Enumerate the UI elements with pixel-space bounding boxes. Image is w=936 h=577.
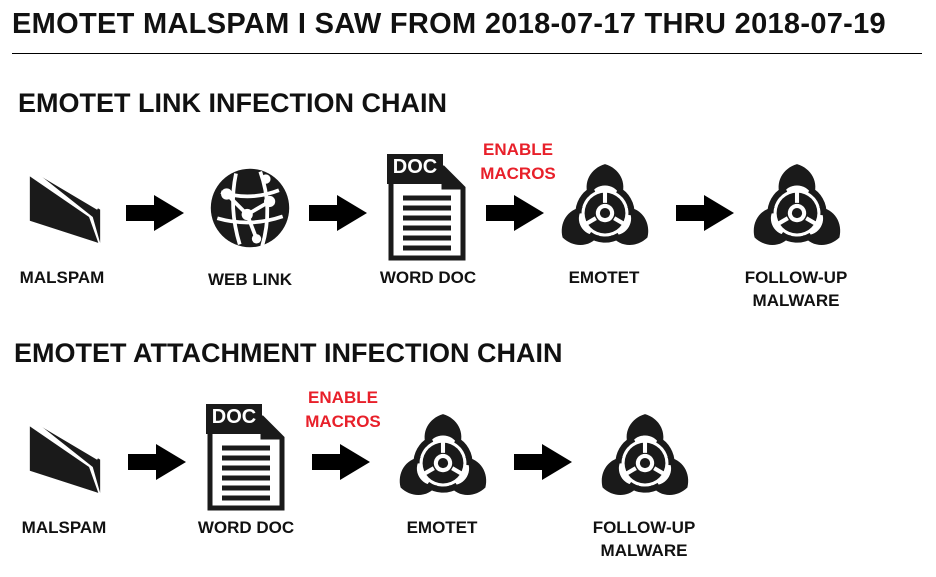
- link-followup-label: FOLLOW-UP MALWARE: [744, 268, 848, 310]
- link-emotet-label: EMOTET: [568, 268, 640, 287]
- link-chain-heading: EMOTET LINK INFECTION CHAIN: [18, 88, 447, 118]
- doc-tag-label: DOC: [392, 156, 438, 178]
- biohazard-icon: [594, 408, 696, 510]
- arrow-right-icon: [676, 193, 736, 233]
- arrow-right-icon: [309, 193, 369, 233]
- arrow-right-icon: [126, 193, 186, 233]
- biohazard-icon: [746, 158, 848, 260]
- globe-network-icon: [208, 166, 292, 250]
- link-enable-macros-label: ENABLE MACROS: [480, 140, 556, 183]
- attach-emotet-label: EMOTET: [406, 518, 478, 537]
- biohazard-icon: [554, 158, 656, 260]
- doc-file-icon: DOC: [387, 154, 467, 262]
- arrow-right-icon: [128, 442, 188, 482]
- attachment-chain-heading: EMOTET ATTACHMENT INFECTION CHAIN: [14, 338, 563, 368]
- arrow-right-icon: [514, 442, 574, 482]
- attach-enable-macros-label: ENABLE MACROS: [305, 388, 381, 431]
- link-weblink-label: WEB LINK: [207, 270, 293, 289]
- attach-worddoc-label: WORD DOC: [197, 518, 295, 537]
- attach-malspam-label: MALSPAM: [21, 518, 107, 537]
- attach-followup-label: FOLLOW-UP MALWARE: [592, 518, 696, 560]
- envelope-icon: [28, 162, 102, 248]
- doc-file-icon: DOC: [206, 404, 286, 512]
- envelope-icon: [28, 412, 102, 498]
- link-malspam-label: MALSPAM: [19, 268, 105, 287]
- biohazard-icon: [392, 408, 494, 510]
- link-worddoc-label: WORD DOC: [379, 268, 477, 287]
- arrow-right-icon: [312, 442, 372, 482]
- doc-tag-label: DOC: [211, 406, 257, 428]
- title-divider: [12, 53, 922, 54]
- arrow-right-icon: [486, 193, 546, 233]
- page-title: EMOTET MALSPAM I SAW FROM 2018-07-17 THR…: [12, 8, 886, 40]
